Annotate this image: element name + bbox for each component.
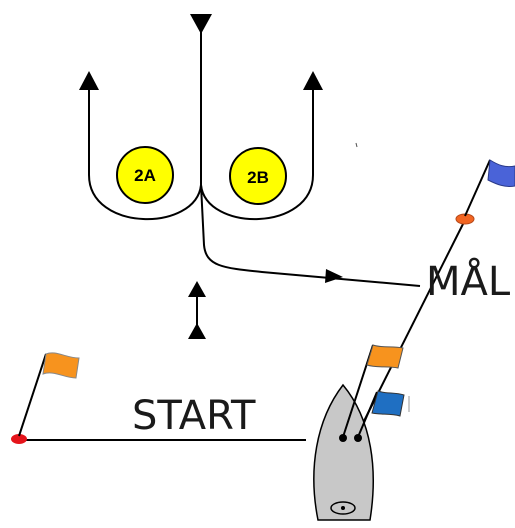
arrow-right-icon [325, 269, 343, 283]
start-pin-flag [11, 352, 80, 444]
finish-label: MÅL [426, 257, 511, 305]
mark-2a: 2A [116, 146, 174, 204]
course-loop-right [200, 85, 314, 221]
flag-icon [42, 352, 80, 379]
finish-pin-flag [455, 159, 515, 225]
boat-icon [313, 344, 378, 521]
arrow-up-icon [79, 71, 99, 90]
course-lines [88, 30, 421, 287]
course-line-to-finish [200, 184, 421, 287]
triangle-down-icon [190, 14, 212, 34]
flag-icon [487, 159, 515, 187]
buoy-icon [11, 434, 27, 444]
speck [355, 142, 358, 148]
mark-2b: 2B [229, 147, 287, 205]
arrow-up-icon [303, 71, 323, 90]
mark-2b-label: 2B [247, 168, 269, 187]
course-loop-left [88, 85, 202, 221]
flag-icon [371, 390, 405, 417]
flag-icon [366, 344, 404, 369]
mark-2a-label: 2A [134, 166, 156, 185]
start-label: START [132, 393, 256, 439]
up-arrow-marker [188, 281, 206, 339]
